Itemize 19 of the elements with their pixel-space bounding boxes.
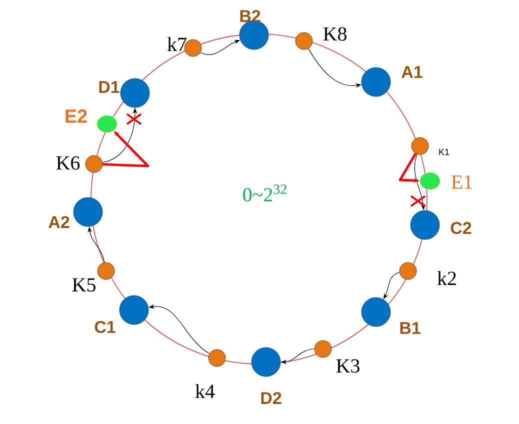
node-label: K5 bbox=[72, 278, 96, 292]
node-label: K1 bbox=[439, 148, 450, 156]
node-label: A2 bbox=[48, 216, 70, 228]
node-label: D2 bbox=[261, 392, 282, 404]
node-label: C2 bbox=[450, 222, 472, 234]
node-label: k4 bbox=[195, 384, 215, 398]
node-label: K3 bbox=[336, 359, 360, 373]
node-label: B2 bbox=[240, 10, 260, 22]
node-label: K6 bbox=[56, 156, 80, 170]
node-label: C1 bbox=[94, 320, 116, 334]
node-label: k2 bbox=[437, 271, 456, 285]
node-label: E2 bbox=[66, 109, 87, 123]
node-label: E1 bbox=[451, 175, 472, 189]
node-label: B1 bbox=[400, 322, 420, 334]
node-label: K8 bbox=[323, 27, 346, 41]
node-label: A1 bbox=[402, 66, 422, 78]
node-label: D1 bbox=[99, 81, 120, 93]
node-label: k7 bbox=[167, 37, 186, 51]
range-label: 0~2$^{32}$ bbox=[243, 184, 286, 202]
